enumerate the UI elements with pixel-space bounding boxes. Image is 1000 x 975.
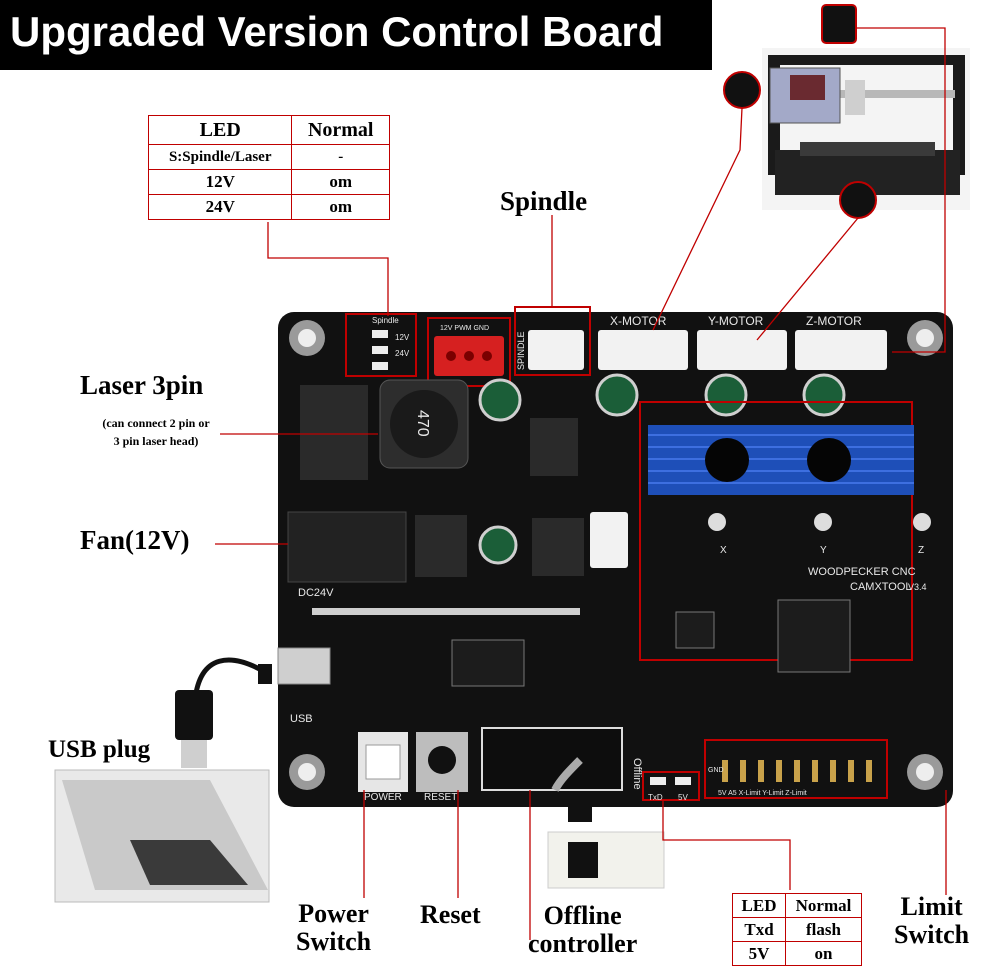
pcb-board: X-MOTOR Y-MOTOR Z-MOTOR 12V PWM GND 470 … xyxy=(277,306,953,807)
top-led-table-cell: om xyxy=(291,169,390,195)
x-motor-label: X-MOTOR xyxy=(610,314,667,328)
top-led-table-cell: 24V xyxy=(147,194,293,220)
bottom-led-table-header: Normal xyxy=(785,893,862,918)
spindle-connector-label: SPINDLE xyxy=(516,331,526,370)
offline-controller-icon xyxy=(547,757,665,889)
top-led-table-cell: S:Spindle/Laser xyxy=(147,144,293,170)
usb-cable-icon xyxy=(175,657,272,768)
txd-board-label: TxD xyxy=(648,793,663,802)
power-switch-line-1: Power xyxy=(298,899,369,928)
laptop-icon xyxy=(54,769,270,903)
fan-callout: Fan(12V) xyxy=(80,525,190,555)
led-12v-label: 12V xyxy=(395,333,410,342)
x-pot-label: X xyxy=(720,545,727,556)
limit-switch-callout: Limit Switch xyxy=(894,893,969,949)
laser-callout: Laser 3pin xyxy=(80,370,204,400)
top-led-table-header: Normal xyxy=(291,115,390,145)
led-24v-label: 24V xyxy=(395,349,410,358)
reset-board-label: RESET xyxy=(424,792,457,803)
laser-note-line-2: 3 pin laser head) xyxy=(113,434,199,448)
spindle-led-label: Spindle xyxy=(372,316,399,325)
spindle-callout: Spindle xyxy=(500,186,588,216)
bottom-led-table-header: LED xyxy=(731,893,787,918)
y-pot-label: Y xyxy=(820,545,827,556)
limit-line-2: Switch xyxy=(894,920,970,949)
top-led-table: LED Normal S:Spindle/Laser - 12V om 24V … xyxy=(147,115,390,220)
laser-note-line-1: (can connect 2 pin or xyxy=(102,416,210,430)
top-led-table-cell: om xyxy=(291,194,390,220)
y-motor-label: Y-MOTOR xyxy=(708,314,764,328)
offline-line-1: Offline xyxy=(543,901,622,930)
page-title: Upgraded Version Control Board xyxy=(10,8,664,55)
dc24v-label: DC24V xyxy=(298,587,334,599)
motor-box-icon xyxy=(821,4,857,44)
laser-note: (can connect 2 pin or 3 pin laser head) xyxy=(76,414,236,450)
title-banner xyxy=(0,0,712,70)
usb-plug-callout: USB plug xyxy=(48,736,151,763)
top-led-table-cell: - xyxy=(291,144,390,170)
offline-line-2: controller xyxy=(528,929,638,958)
reset-callout: Reset xyxy=(420,900,481,929)
brand-label-2: CAMXTOOL xyxy=(850,581,912,593)
gnd-label: GND xyxy=(708,767,724,774)
mounting-hole-icon xyxy=(289,320,943,790)
version-label: V3.4 xyxy=(908,582,927,592)
leader-lines xyxy=(215,27,947,940)
motor-circle-icon xyxy=(723,71,761,109)
bottom-led-table: LED Normal Txd flash 5V on xyxy=(731,893,862,966)
bottom-led-table-cell: Txd xyxy=(731,917,787,942)
power-switch-callout: Power Switch xyxy=(296,900,371,956)
power-switch-line-2: Switch xyxy=(296,927,372,956)
cnc-machine-photo xyxy=(723,4,970,219)
top-led-table-header: LED xyxy=(147,115,293,145)
limit-pins-label: 5V A5 X-Limit Y-Limit Z-Limit xyxy=(718,790,807,797)
bottom-led-table-cell: flash xyxy=(785,917,862,942)
offline-controller-callout: Offline controller xyxy=(528,902,637,958)
bottom-led-table-cell: on xyxy=(785,941,862,966)
top-led-table-cell: 12V xyxy=(147,169,293,195)
offline-board-label: Offline xyxy=(631,758,643,790)
bottom-led-table-cell: 5V xyxy=(731,941,787,966)
pwm-header-label: 12V PWM GND xyxy=(440,325,489,332)
power-board-label: POWER xyxy=(364,792,402,803)
inductor-label: 470 xyxy=(414,410,431,437)
motor-circle-icon xyxy=(839,181,877,219)
usb-board-label: USB xyxy=(290,713,313,725)
z-motor-label: Z-MOTOR xyxy=(806,314,862,328)
z-pot-label: Z xyxy=(918,545,924,556)
limit-line-1: Limit xyxy=(900,892,963,921)
brand-label: WOODPECKER CNC xyxy=(808,566,916,578)
five-v-board-label: 5V xyxy=(678,793,688,802)
